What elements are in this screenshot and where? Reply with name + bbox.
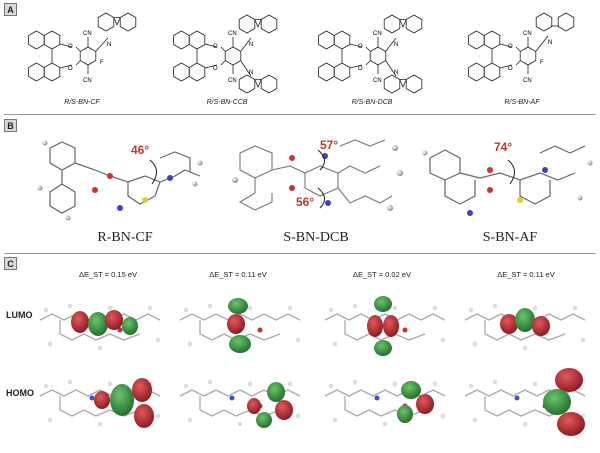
homo-orbital [324, 379, 446, 427]
energy-gap: ΔE_ST = 0.02 eV [352, 270, 412, 279]
panel-divider [4, 114, 596, 115]
panel-c-orbitals [39, 296, 586, 436]
atom-o: O [68, 66, 73, 72]
lumo-orbital [464, 303, 586, 351]
structure-caption: S-BN-AF [482, 230, 538, 245]
atom-o: O [508, 44, 513, 50]
energy-gap: ΔE_ST = 0.15 eV [78, 270, 138, 279]
atom-n: N [394, 70, 398, 76]
atom-o: O [213, 66, 218, 72]
torsion-angle: 74° [494, 140, 513, 154]
torsion-angle: 57° [320, 138, 339, 152]
atom-n: N [249, 42, 253, 48]
atom-n: N [394, 42, 398, 48]
crystal-structure [422, 145, 593, 216]
torsion-angle: 46° [131, 143, 150, 157]
atom-n: N [249, 70, 253, 76]
atom-o: O [68, 44, 73, 50]
energy-gap: ΔE_ST = 0.11 eV [209, 270, 267, 279]
atom-o: O [358, 66, 363, 72]
atom-cn: CN [523, 78, 532, 84]
panel-b-label: B [4, 119, 17, 132]
panel-a-label: A [4, 3, 17, 16]
atom-cn: CN [83, 31, 92, 37]
crystal-structure [232, 139, 403, 211]
molecule-caption: R/S-BN-DCB [351, 99, 393, 106]
panel-divider [4, 253, 596, 254]
orbital-row-label: HOMO [6, 388, 34, 398]
molecule-caption: R/S-BN-CF [64, 99, 100, 106]
atom-cn: CN [83, 78, 92, 84]
structure-caption: R-BN-CF [97, 230, 153, 245]
panel-a-structures: O O CN CN N F O O CN CN N N O O CN CN N … [0, 12, 575, 120]
crystal-structure [37, 140, 203, 221]
atom-cn: CN [373, 78, 382, 84]
lumo-orbital [39, 303, 161, 351]
atom-cn: CN [373, 31, 382, 37]
homo-orbital [39, 378, 161, 428]
lumo-orbital [324, 296, 446, 356]
atom-o: O [358, 44, 363, 50]
energy-gap: ΔE_ST = 0.11 eV [497, 270, 555, 279]
atom-n: N [548, 40, 552, 46]
homo-orbital [464, 368, 586, 436]
panel-b-crystal-structures [37, 139, 593, 221]
atom-cn: CN [523, 31, 532, 37]
molecule-caption: R/S-BN-AF [504, 99, 540, 106]
structure-caption: S-BN-DCB [283, 230, 349, 245]
torsion-angle: 56° [296, 195, 315, 209]
atom-o: O [508, 66, 513, 72]
atom-cn: CN [228, 31, 237, 37]
atom-f: F [540, 60, 544, 66]
homo-orbital [179, 379, 301, 428]
lumo-orbital [179, 298, 301, 353]
molecule-caption: R/S-BN-CCB [206, 99, 248, 106]
atom-f: F [100, 60, 104, 66]
atom-n: N [107, 42, 111, 48]
panel-c-label: C [4, 257, 17, 270]
orbital-row-label: LUMO [6, 310, 33, 320]
atom-o: O [213, 44, 218, 50]
atom-cn: CN [228, 78, 237, 84]
